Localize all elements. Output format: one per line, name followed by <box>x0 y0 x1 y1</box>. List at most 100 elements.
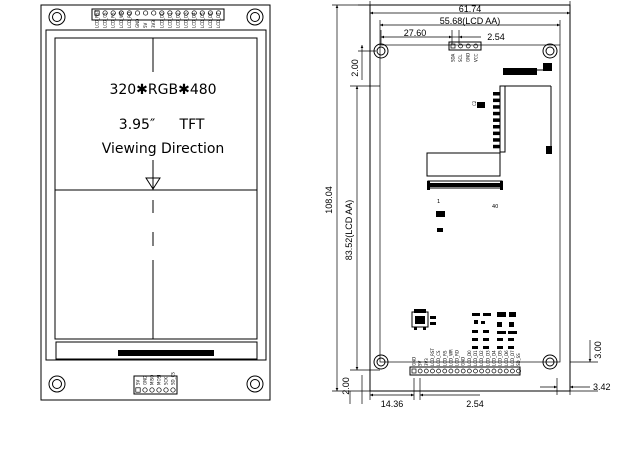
pin-label: LCD_D5 <box>200 12 205 28</box>
back-mounting-hole-bottom-right <box>542 354 558 370</box>
pin-hole <box>510 368 515 374</box>
smd-component <box>474 320 478 324</box>
pin-hole <box>454 368 460 374</box>
pin-label: SD_CS <box>171 372 176 385</box>
pin-label: LCD_D1 <box>473 350 478 366</box>
pin-hole <box>465 43 471 49</box>
dim-right-hole-offset: 3.00 <box>593 341 603 359</box>
pin-hole <box>491 368 497 374</box>
smd-component <box>472 313 480 316</box>
back-mounting-hole-top-right <box>542 43 558 59</box>
pin-label: LCD_RST <box>95 10 100 28</box>
pin-hole <box>175 10 181 16</box>
pin-hole <box>167 10 173 16</box>
lcd-type-text: TFT <box>179 117 205 133</box>
pin-hole <box>430 368 435 374</box>
sd-pad <box>493 144 500 149</box>
fpc-pin-40-label: 40 <box>492 204 498 210</box>
pin-hole <box>163 387 169 393</box>
front-pcb-outline <box>40 4 271 401</box>
lcd-module-outline <box>45 29 267 361</box>
pin-hole <box>448 368 454 374</box>
pin-hole <box>411 368 417 374</box>
dim-pin-offset: 27.60 <box>404 28 427 38</box>
pin-hole <box>94 10 100 16</box>
smd-component <box>509 322 514 327</box>
pin-label: LCD_D7 <box>510 350 515 366</box>
pin-label: GND <box>143 376 148 385</box>
smd-component <box>497 338 503 341</box>
pin-label: LCD_D4 <box>192 12 197 28</box>
smd-component <box>483 313 491 316</box>
capacitor-c2-label: C2 <box>472 100 477 106</box>
smd-component <box>497 312 506 317</box>
back-bottom-pin-header <box>409 366 521 376</box>
dim-left-offset: 14.36 <box>381 399 404 409</box>
voltage-regulator <box>411 309 429 330</box>
pin-label: 5V <box>143 22 148 28</box>
lcd-active-area <box>54 37 258 340</box>
pin-label: GND <box>412 357 417 366</box>
front-mounting-hole-bottom-right <box>246 375 264 393</box>
dim-pin-pitch-bottom: 2.54 <box>466 399 484 409</box>
smd-component <box>497 322 502 327</box>
pin-hole <box>156 387 162 393</box>
pin-label: LCD_RS <box>442 350 447 366</box>
back-bottom-pin-holes <box>411 368 521 374</box>
dim-lcd-aa-height: 83.52(LCD AA) <box>344 200 354 261</box>
pin-label: 3V3 <box>424 358 429 366</box>
pin-hole <box>199 10 205 16</box>
capacitor-c1 <box>436 211 445 217</box>
pin-label: LCD_D6 <box>208 12 213 28</box>
front-bottom-pin-holes <box>135 387 176 393</box>
dim-right-edge-offset: 3.42 <box>593 382 611 392</box>
smd-component-cluster <box>472 312 517 349</box>
sd-pad <box>493 118 500 122</box>
pin-label: MOSI <box>157 375 162 385</box>
smd-component <box>472 346 478 349</box>
pin-label: LCD_D6 <box>504 350 509 366</box>
lcd-resolution-text: 320✱RGB✱480 <box>109 82 216 98</box>
pin-label: LCD_WR <box>448 349 453 366</box>
smd-cap-1 <box>430 316 436 319</box>
smd-component <box>508 331 517 334</box>
front-mounting-hole-top-right <box>246 8 264 26</box>
pin-label: SDA <box>451 53 456 62</box>
viewing-direction-arrow-icon <box>145 177 161 190</box>
back-pcb-outline <box>369 4 571 392</box>
smd-component <box>509 312 516 317</box>
dim-total-height: 108.04 <box>324 186 334 214</box>
front-mounting-hole-bottom-left <box>48 375 66 393</box>
pin-hole <box>151 10 157 16</box>
pin-hole <box>436 368 441 374</box>
pin-hole <box>450 43 456 49</box>
pin-hole <box>503 368 509 374</box>
pin-hole <box>135 387 141 393</box>
pin-label: SCK <box>164 377 169 385</box>
front-mounting-hole-top-left <box>48 8 66 26</box>
pin-hole <box>460 368 466 374</box>
pin-label: LCD_CS <box>103 12 108 28</box>
pin-label: GND <box>461 357 466 366</box>
pin-hole <box>142 387 148 393</box>
front-top-pin-holes <box>94 10 222 16</box>
pin-hole <box>479 368 484 374</box>
pin-label: LCD_D0 <box>159 12 164 28</box>
pin-hole <box>215 10 222 16</box>
sd-pad <box>493 131 500 136</box>
sd-pad <box>493 138 500 142</box>
pin-label: SD_SS <box>516 353 521 366</box>
pin-label: LCD_RS <box>111 12 116 28</box>
pin-label: GND <box>135 19 140 28</box>
pin-label: LCD_D3 <box>184 12 189 28</box>
front-bottom-pin-header <box>133 375 178 395</box>
pin-label: VCC <box>473 53 478 62</box>
fpc-flex-area <box>426 152 501 177</box>
dim-top-margin: 2.00 <box>350 59 360 77</box>
smd-component <box>472 338 478 341</box>
fpc-pin-1-label: 1 <box>437 199 440 205</box>
smd-component <box>472 330 478 333</box>
